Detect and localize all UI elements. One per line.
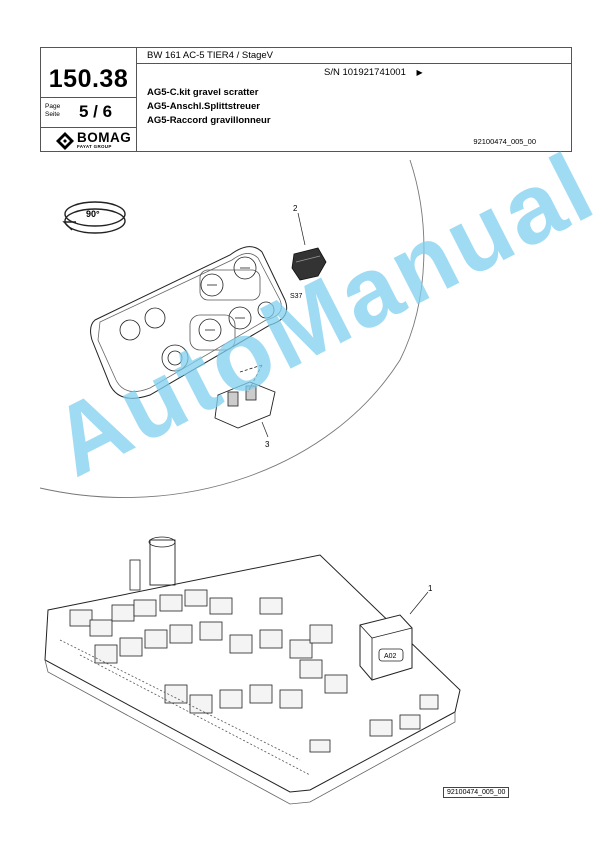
title-fr: AG5-Raccord gravillonneur (147, 115, 271, 126)
control-panel (90, 246, 288, 399)
logo-brand: BOMAG (77, 130, 132, 145)
serial-arrow-icon: ▶ (416, 68, 423, 77)
page-label-en: Page (45, 103, 61, 110)
document-id: 92100474_005_00 (473, 137, 536, 146)
serial-text: S/N 101921741001 (324, 67, 406, 78)
title-en: AG5-C.kit gravel scratter (147, 87, 259, 98)
relay-label: A02 (384, 653, 397, 660)
header-divider-page (41, 97, 136, 98)
logo-subtext: FAYAT GROUP (77, 144, 112, 149)
page-number: 150.38 (48, 65, 129, 93)
drawing-id: 92100474_005_00 (443, 787, 510, 798)
bomag-diamond-icon (56, 132, 74, 150)
switch-module-3 (214, 364, 276, 429)
circuit-board (44, 536, 461, 805)
relay-a02: A02 (359, 614, 413, 681)
header-divider-top (136, 63, 571, 64)
serial-number: S/N 101921741001 ▶ (324, 67, 423, 78)
page-label: Page Seite (45, 103, 60, 119)
rotation-label: 90° (86, 209, 100, 219)
detail-boundary-arc (39, 160, 425, 498)
header-block: BW 161 AC-5 TIER4 / StageV 150.38 Page S… (40, 47, 572, 152)
model-text: BW 161 AC-5 TIER4 / StageV (147, 50, 274, 61)
switch-label: S37 (290, 293, 303, 300)
callout-2-leader (297, 212, 306, 246)
callout-2: 2 (293, 204, 298, 213)
header-divider-vertical (136, 48, 137, 151)
exploded-parts-drawing: 90° S37 2 3 (39, 160, 461, 805)
header-divider-logo (41, 127, 136, 128)
rotation-90-icon: 90° (62, 201, 126, 234)
page-value: 5 / 6 (79, 102, 113, 121)
switch-s37: S37 (290, 247, 327, 300)
callout-3-leader (261, 421, 269, 438)
callout-1-leader (409, 591, 429, 615)
callout-3: 3 (265, 440, 270, 449)
title-de: AG5-Anschl.Splittstreuer (147, 101, 260, 112)
callout-1: 1 (428, 584, 433, 593)
bomag-logo: BOMAG FAYAT GROUP (55, 130, 133, 151)
page-label-de: Seite (45, 111, 60, 118)
